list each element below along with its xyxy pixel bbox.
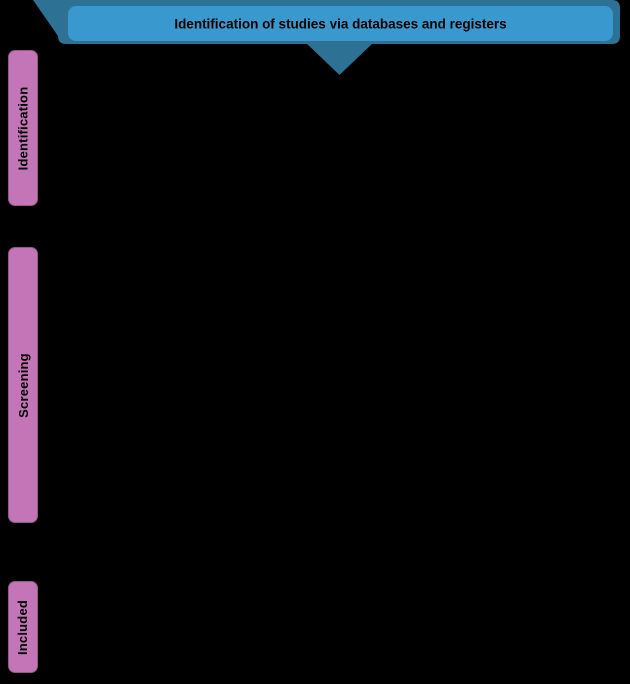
stage-label-identification: Identification (8, 50, 38, 206)
banner-title: Identification of studies via databases … (174, 17, 506, 32)
stage-label-identification-text: Identification (15, 86, 31, 170)
stage-label-screening-text: Screening (15, 352, 31, 418)
stage-label-screening: Screening (8, 247, 38, 523)
stage-label-included: Included (8, 581, 38, 673)
stage-label-included-text: Included (15, 599, 31, 655)
banner: Identification of studies via databases … (33, 0, 620, 75)
banner-box (68, 6, 613, 41)
down-arrow-icon (305, 42, 374, 75)
